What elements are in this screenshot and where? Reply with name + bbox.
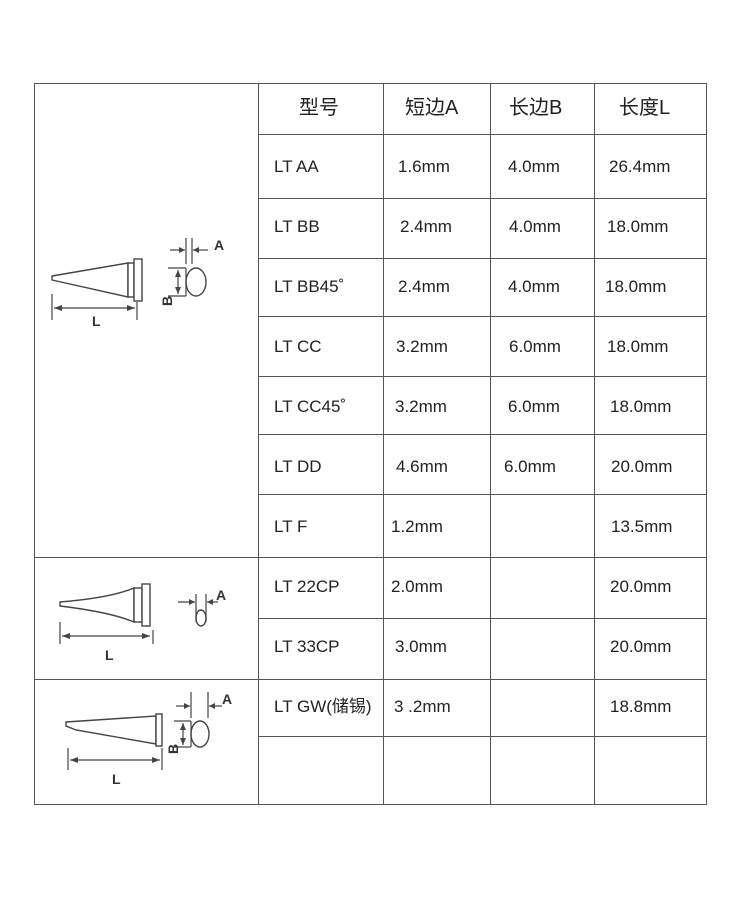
cell-long-side: 6.0mm — [508, 397, 560, 416]
cell-model: LT DD — [274, 457, 322, 476]
header-long-side: 长边B — [509, 97, 563, 119]
row-divider — [258, 736, 707, 737]
cell-short-side: 3.0mm — [395, 637, 447, 656]
cell-model: LT AA — [274, 157, 319, 176]
column-divider — [490, 83, 491, 805]
cell-long-side: 4.0mm — [508, 157, 560, 176]
cell-model: LT F — [274, 517, 308, 536]
dimension-label-l: L — [92, 313, 101, 329]
cell-model: LT 22CP — [274, 577, 340, 596]
dimension-label-a: A — [222, 691, 232, 707]
cell-short-side: 3.2mm — [396, 337, 448, 356]
soldering-tip-spec-table: 型号 短边A 长边B 长度L LT AA 1.6mm 4.0mm 26.4mm … — [34, 83, 707, 805]
header-short-side: 短边A — [405, 97, 459, 119]
column-divider — [383, 83, 384, 805]
column-divider — [594, 83, 595, 805]
table-border-top — [34, 83, 707, 84]
cell-length: 18.8mm — [610, 697, 672, 716]
column-divider — [258, 83, 259, 805]
cell-model: LT BB45˚ — [274, 277, 345, 296]
row-divider — [258, 134, 707, 135]
row-divider — [258, 316, 707, 317]
cell-length: 26.4mm — [609, 157, 671, 176]
group-divider — [34, 557, 707, 558]
cell-model: LT CC45˚ — [274, 397, 347, 416]
cell-model: LT CC — [274, 337, 322, 356]
cell-model: LT 33CP — [274, 637, 340, 656]
cell-short-side: 2.0mm — [391, 577, 443, 596]
cell-short-side: 1.6mm — [398, 157, 450, 176]
cell-model: LT GW(储锡) — [274, 697, 372, 716]
row-divider — [258, 376, 707, 377]
row-divider — [258, 618, 707, 619]
cell-long-side: 6.0mm — [504, 457, 556, 476]
dimension-label-b: B — [159, 296, 175, 306]
dimension-label-l: L — [112, 771, 121, 787]
cell-length: 20.0mm — [610, 637, 672, 656]
cell-short-side: 3 .2mm — [394, 697, 451, 716]
row-divider — [258, 198, 707, 199]
cell-length: 18.0mm — [607, 337, 669, 356]
cell-model: LT BB — [274, 217, 320, 236]
cell-short-side: 2.4mm — [398, 277, 450, 296]
cell-length: 20.0mm — [611, 457, 673, 476]
group-divider — [34, 679, 707, 680]
cell-length: 18.0mm — [610, 397, 672, 416]
dimension-label-a: A — [214, 237, 224, 253]
gw-tip-drawing: A B L — [65, 691, 232, 787]
dimension-label-a: A — [216, 587, 226, 603]
cell-length: 13.5mm — [611, 517, 673, 536]
table-border-left — [34, 83, 35, 805]
table-border-bottom — [34, 804, 707, 805]
cell-long-side: 4.0mm — [509, 217, 561, 236]
cell-long-side: 6.0mm — [509, 337, 561, 356]
cell-length: 18.0mm — [605, 277, 667, 296]
dimension-label-l: L — [105, 647, 114, 663]
dimension-label-b: B — [165, 744, 181, 754]
cell-long-side: 4.0mm — [508, 277, 560, 296]
cell-length: 18.0mm — [607, 217, 669, 236]
cell-length: 20.0mm — [610, 577, 672, 596]
cell-short-side: 4.6mm — [396, 457, 448, 476]
gw-tip-diagram: A B L — [56, 686, 250, 792]
table-border-right — [706, 83, 707, 805]
header-length: 长度L — [619, 97, 671, 119]
conical-tip-drawing: A L — [59, 583, 226, 663]
row-divider — [258, 258, 707, 259]
row-divider — [258, 434, 707, 435]
header-model: 型号 — [299, 97, 339, 119]
cell-short-side: 3.2mm — [395, 397, 447, 416]
cell-short-side: 1.2mm — [391, 517, 443, 536]
chisel-tip-diagram: A B L — [40, 230, 250, 330]
conical-tip-diagram: A L — [50, 578, 250, 668]
chisel-tip-drawing: A B L — [51, 237, 224, 329]
row-divider — [258, 494, 707, 495]
cell-short-side: 2.4mm — [400, 217, 452, 236]
